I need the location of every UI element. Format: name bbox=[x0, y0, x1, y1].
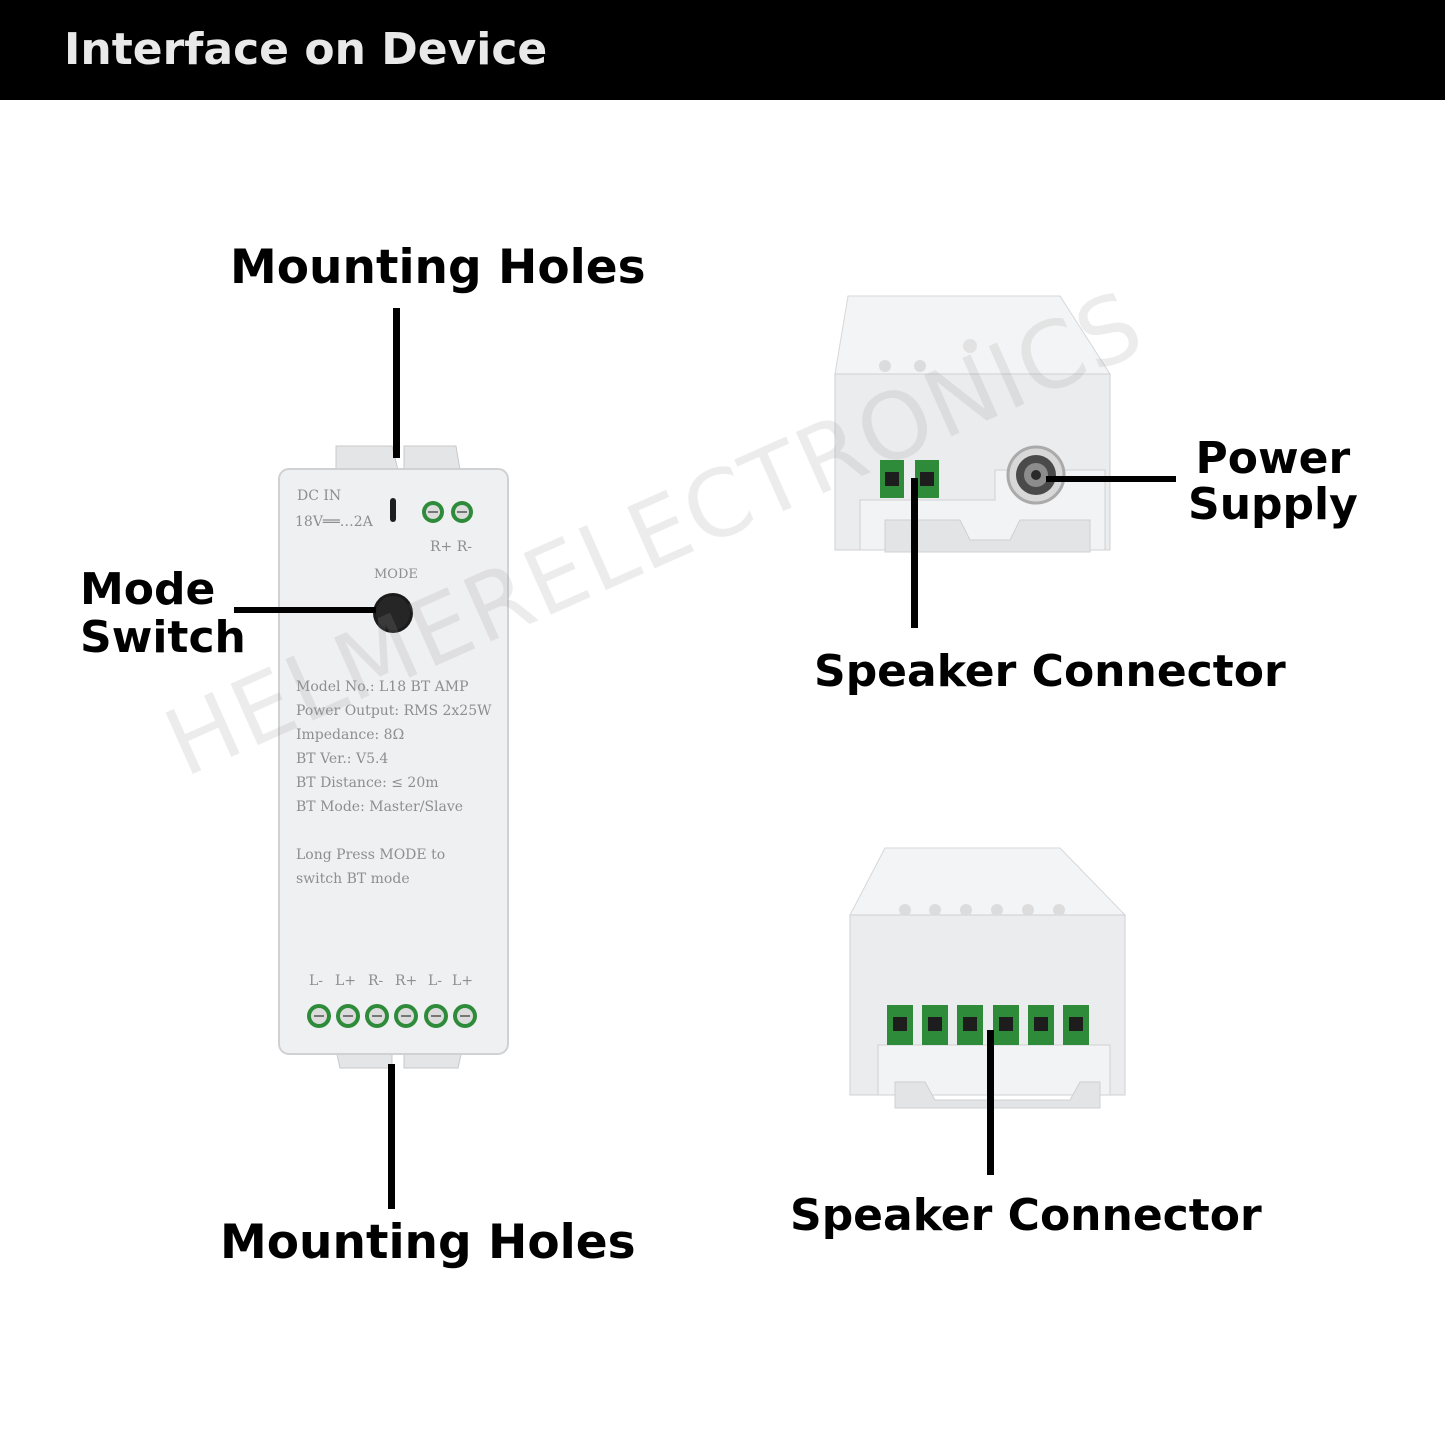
device-mode-text: MODE bbox=[374, 567, 418, 582]
mode-switch-label: Mode Switch bbox=[80, 566, 246, 662]
device-instruction-line: switch BT mode bbox=[296, 871, 410, 887]
mounting-holes-bottom-label: Mounting Holes bbox=[220, 1215, 636, 1270]
leader-line-power-supply bbox=[1046, 476, 1176, 482]
leader-line-speaker-connector-1 bbox=[911, 478, 918, 628]
leader-line-mode-switch bbox=[234, 607, 376, 613]
terminal-label: L+ bbox=[452, 973, 474, 989]
terminal-label: R+ bbox=[395, 973, 418, 989]
power-supply-label-line2: Supply bbox=[1188, 479, 1358, 530]
mounting-holes-top-label: Mounting Holes bbox=[230, 240, 646, 295]
device-spec-line: Impedance: 8Ω bbox=[296, 727, 405, 743]
leader-line-mounting-top bbox=[393, 308, 400, 458]
terminal-label: L+ bbox=[335, 973, 357, 989]
header-bar: Interface on Device bbox=[0, 0, 1445, 100]
device-instruction-line: Long Press MODE to bbox=[296, 847, 446, 863]
mode-switch-label-line2: Switch bbox=[80, 612, 246, 663]
device-spec-line: Model No.: L18 BT AMP bbox=[296, 679, 469, 695]
device-dc-in-text: DC IN bbox=[297, 488, 342, 504]
terminal-label: R- bbox=[368, 973, 384, 989]
device-spec-line: BT Ver.: V5.4 bbox=[296, 751, 389, 767]
leader-line-speaker-connector-2 bbox=[987, 1030, 994, 1175]
power-supply-label-line1: Power bbox=[1195, 433, 1351, 484]
device-output-terminal-text: R+ R- bbox=[430, 539, 472, 555]
mode-switch-label-line1: Mode bbox=[80, 564, 216, 615]
device-rating-text: 18V══…2A bbox=[295, 514, 373, 530]
device-power-end-view bbox=[834, 295, 1111, 553]
leader-line-mounting-bottom bbox=[388, 1064, 395, 1209]
terminal-label: L- bbox=[428, 973, 443, 989]
speaker-connector-label-top: Speaker Connector bbox=[814, 646, 1286, 697]
page-title: Interface on Device bbox=[64, 24, 548, 75]
terminal-label: L- bbox=[309, 973, 324, 989]
power-supply-label: Power Supply bbox=[1188, 436, 1358, 528]
speaker-connector-label-bottom: Speaker Connector bbox=[790, 1190, 1262, 1241]
top-terminals bbox=[422, 501, 473, 523]
speaker-terminals-front bbox=[307, 1004, 477, 1028]
device-front-view bbox=[278, 445, 509, 1069]
device-spec-line: BT Distance: ≤ 20m bbox=[296, 775, 439, 791]
device-spec-line: BT Mode: Master/Slave bbox=[296, 799, 464, 815]
device-spec-line: Power Output: RMS 2x25W bbox=[296, 703, 492, 719]
